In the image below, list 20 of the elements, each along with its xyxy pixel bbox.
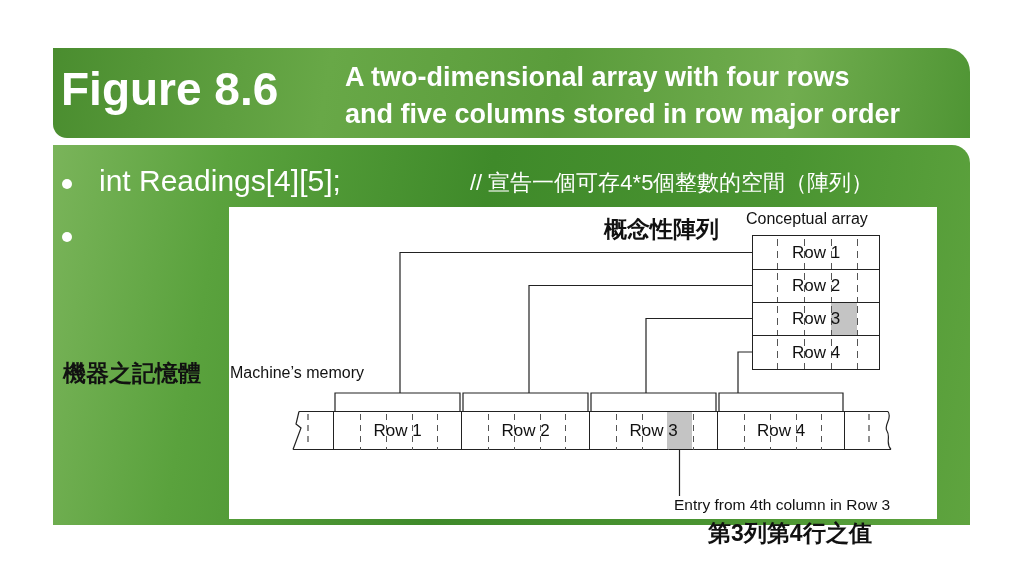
translation-label: 概念性陣列: [604, 216, 719, 243]
callout-text: Entry from 4th column in Row 3: [674, 496, 891, 514]
connector-line: [462, 284, 754, 412]
array-row: Row 4: [753, 335, 879, 369]
connector-line: [334, 251, 754, 412]
row-label: Row 3: [629, 420, 678, 441]
connector-line: [718, 351, 844, 412]
diagram-heading: Conceptual array: [746, 209, 868, 229]
code-comment: // 宣告一個可存4*5個整數的空間（陣列）: [470, 170, 874, 197]
leader-line: [678, 448, 681, 497]
diagram-heading: Machine’s memory: [230, 363, 364, 383]
array-row: Row 2: [753, 269, 879, 302]
highlighted-cell: [667, 412, 692, 449]
translation-label: 第3列第4行之值: [708, 520, 872, 547]
figure-title: Figure 8.6: [61, 64, 279, 115]
array-row: Row 3: [753, 302, 879, 335]
connector-line: [590, 317, 754, 412]
figure-subtitle: A two-dimensional array with four rows and five columns stored in row major order: [345, 61, 902, 131]
translation-label: 機器之記憶體: [63, 360, 201, 387]
code-line: int Readings[4][5];: [99, 163, 341, 199]
